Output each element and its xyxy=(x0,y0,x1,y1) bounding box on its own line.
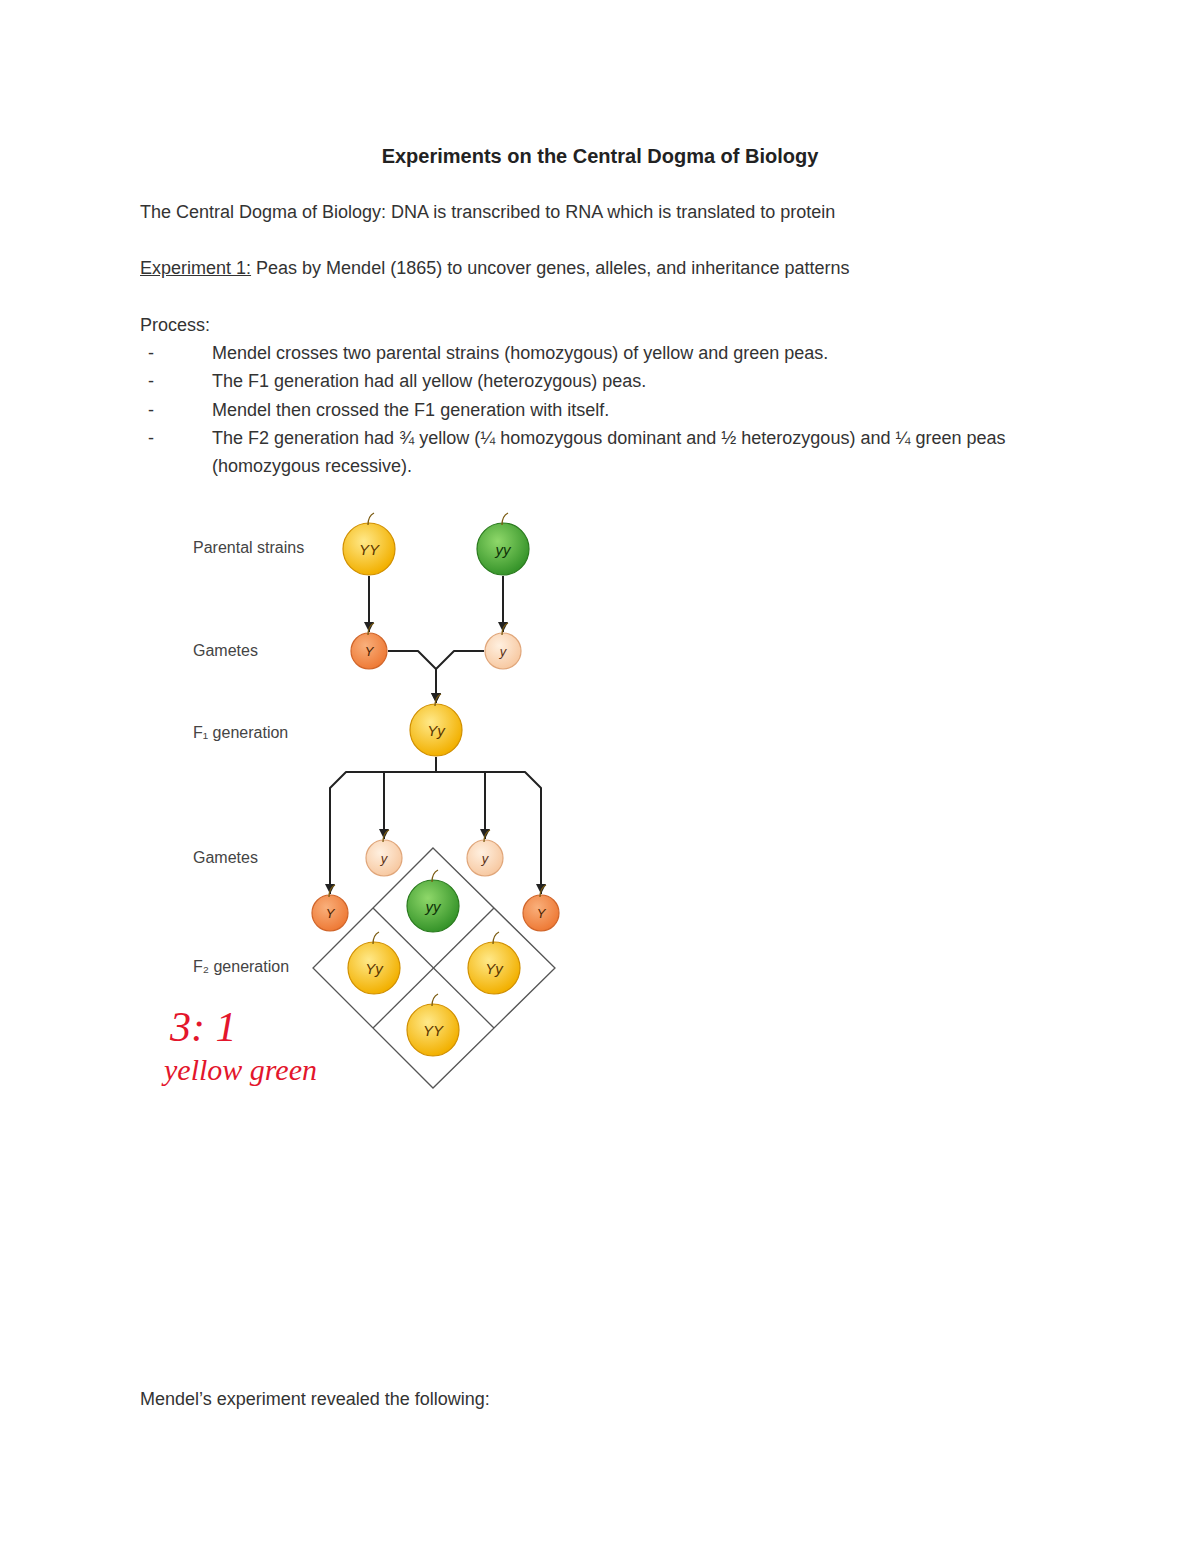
recessive-gamete: y xyxy=(484,632,522,670)
bullet-dash: - xyxy=(148,367,154,395)
pea-body xyxy=(523,895,559,931)
pea-stem xyxy=(435,694,441,706)
row-label: Parental strains xyxy=(193,537,304,559)
grid-outline xyxy=(313,848,555,1088)
pea-body xyxy=(348,942,400,994)
arrow-connector xyxy=(436,757,541,894)
body-text: Process: xyxy=(140,311,210,339)
body-text: Mendel’s experiment revealed the followi… xyxy=(140,1385,490,1413)
yellow-pea: Yy xyxy=(409,703,463,757)
section-heading: Experiment 1: xyxy=(140,254,251,282)
yellow-pea: YY xyxy=(342,522,396,576)
pea-stem xyxy=(373,932,379,944)
pea-stem xyxy=(502,623,508,635)
yellow-pea: YY xyxy=(406,1003,460,1057)
dominant-gamete: Y xyxy=(522,894,560,932)
page-title: Experiments on the Central Dogma of Biol… xyxy=(0,142,1200,170)
genotype-label: Y xyxy=(365,644,374,659)
yellow-pea: Yy xyxy=(347,941,401,995)
arrow-connector xyxy=(436,651,484,703)
genotype-label: YY xyxy=(359,541,379,558)
row-label: F₁ generation xyxy=(193,722,288,744)
pea-body xyxy=(312,895,348,931)
genotype-label: y xyxy=(500,644,507,659)
pea-body xyxy=(410,704,462,756)
pea-body xyxy=(477,523,529,575)
bullet-text: Mendel crosses two parental strains (hom… xyxy=(212,339,828,367)
dominant-gamete: Y xyxy=(350,632,388,670)
arrow-connector xyxy=(388,651,436,703)
pea-body xyxy=(351,633,387,669)
pea-stem xyxy=(484,830,490,842)
bullet-dash: - xyxy=(148,424,154,452)
bullet-dash: - xyxy=(148,396,154,424)
genotype-label: yy xyxy=(426,898,441,915)
dominant-gamete: Y xyxy=(311,894,349,932)
genotype-label: Yy xyxy=(427,722,445,739)
bullet-dash: - xyxy=(148,339,154,367)
pea-body xyxy=(343,523,395,575)
arrow-connector xyxy=(368,576,370,632)
arrow-connector xyxy=(502,576,504,632)
bullet-text: The F2 generation had ¾ yellow (¼ homozy… xyxy=(212,424,1062,480)
pea-stem xyxy=(502,513,508,525)
punnett-grid xyxy=(313,848,555,1088)
pea-body xyxy=(366,840,402,876)
bullet-text: Mendel then crossed the F1 generation wi… xyxy=(212,396,609,424)
body-text: The Central Dogma of Biology: DNA is tra… xyxy=(140,198,835,226)
pea-stem xyxy=(432,994,438,1006)
pea-stem xyxy=(540,885,546,897)
body-text: Peas by Mendel (1865) to uncover genes, … xyxy=(256,254,849,282)
genotype-label: Y xyxy=(326,906,335,921)
genotype-label: Yy xyxy=(365,960,383,977)
pea-body xyxy=(485,633,521,669)
yellow-pea: Yy xyxy=(467,941,521,995)
genotype-label: yy xyxy=(496,541,511,558)
pea-stem xyxy=(329,885,335,897)
pea-body xyxy=(468,942,520,994)
pea-stem xyxy=(368,513,374,525)
genotype-label: Yy xyxy=(485,960,503,977)
row-label: Gametes xyxy=(193,640,258,662)
pea-body xyxy=(407,880,459,932)
row-label: Gametes xyxy=(193,847,258,869)
genotype-label: y xyxy=(482,851,489,866)
pea-stem xyxy=(432,870,438,882)
pea-stem xyxy=(368,623,374,635)
genotype-label: Y xyxy=(537,906,546,921)
genotype-label: y xyxy=(381,851,388,866)
arrow-connector xyxy=(384,757,436,839)
handwritten-ratio: 3: 1 xyxy=(170,1003,237,1051)
bullet-text: The F1 generation had all yellow (hetero… xyxy=(212,367,646,395)
recessive-gamete: y xyxy=(466,839,504,877)
arrow-connector xyxy=(436,757,485,839)
pea-body xyxy=(467,840,503,876)
row-label: F₂ generation xyxy=(193,956,289,978)
pea-body xyxy=(407,1004,459,1056)
pea-stem xyxy=(383,830,389,842)
green-pea: yy xyxy=(406,879,460,933)
handwritten-note: yellow green xyxy=(164,1052,317,1088)
arrow-connector xyxy=(330,757,436,894)
genotype-label: YY xyxy=(423,1022,443,1039)
green-pea: yy xyxy=(476,522,530,576)
recessive-gamete: y xyxy=(365,839,403,877)
pea-stem xyxy=(493,932,499,944)
